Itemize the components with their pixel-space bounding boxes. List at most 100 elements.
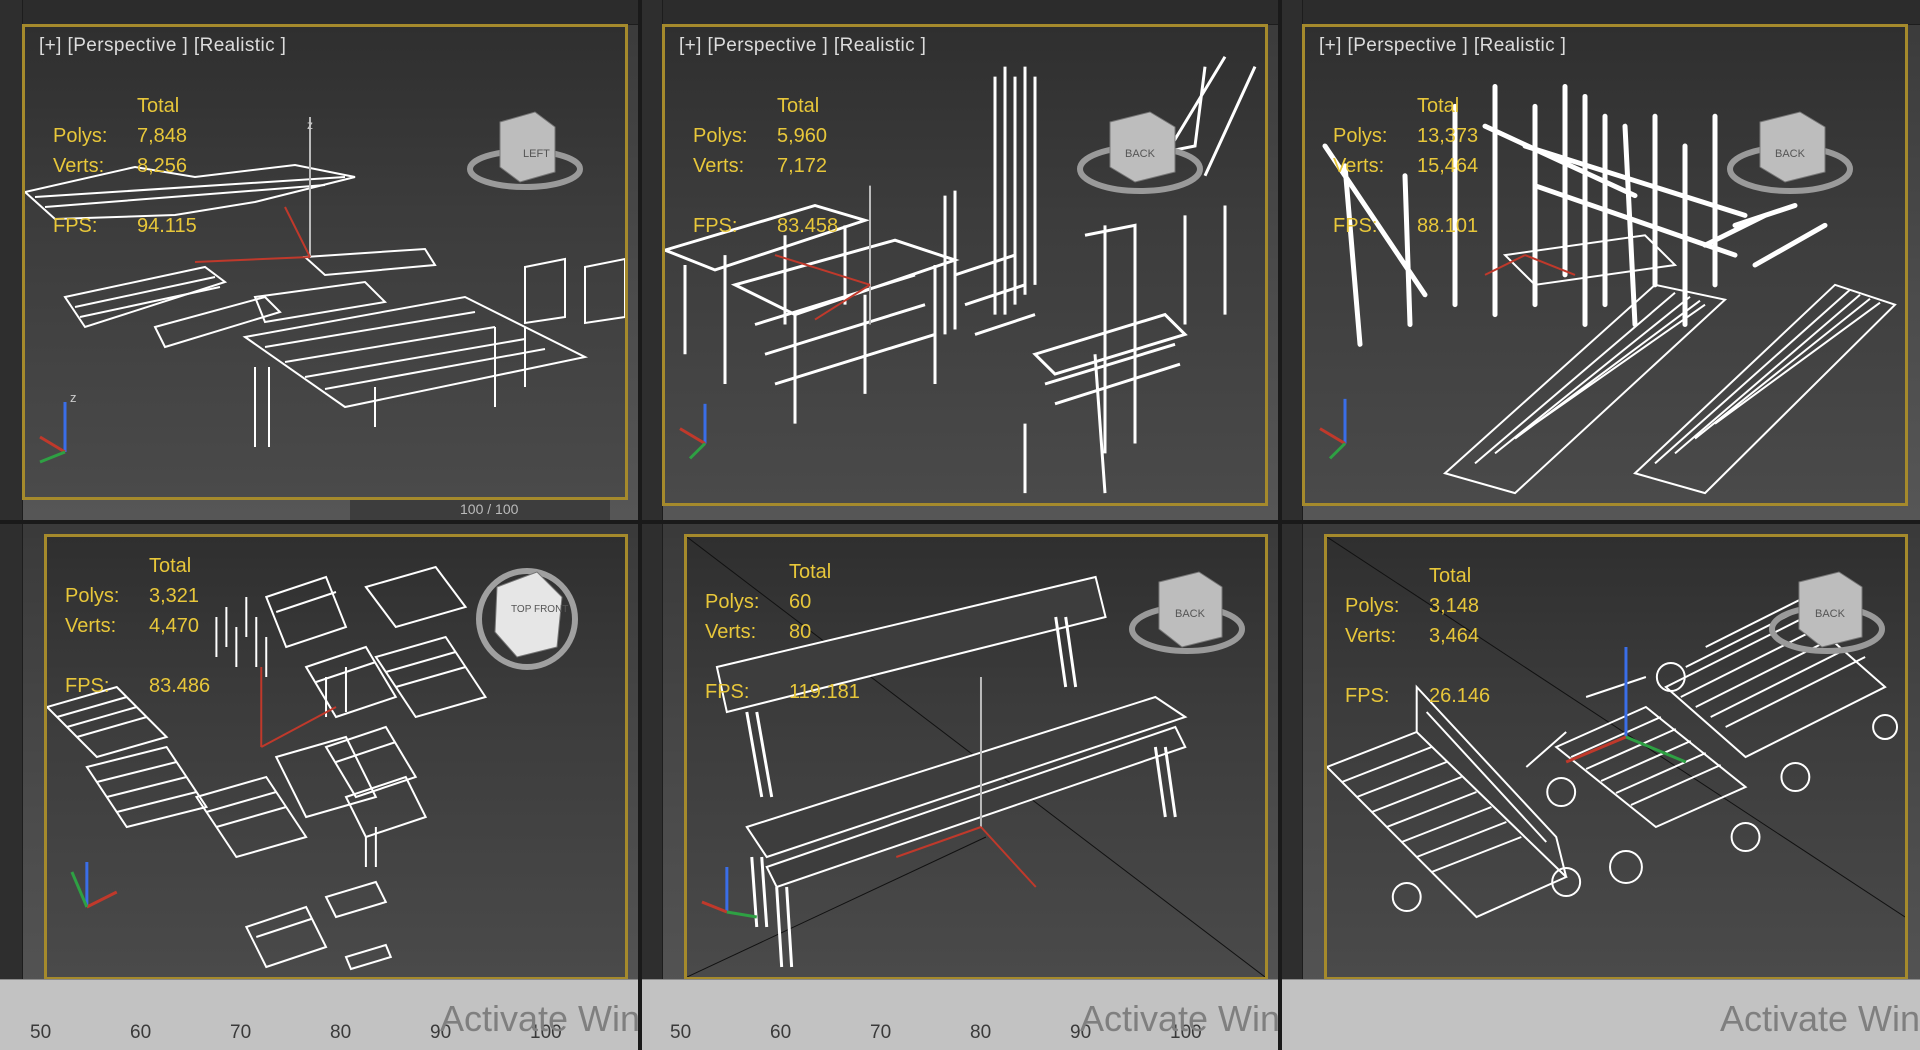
left-ruler	[640, 0, 663, 520]
verts-value: 3,464	[1429, 625, 1480, 647]
viewcube-icon: BACK	[1129, 571, 1245, 654]
viewcube-icon: BACK	[1727, 111, 1853, 194]
tick-label: 80	[330, 1022, 352, 1043]
timeline-ruler[interactable]: 50 60 70 80 90 100 Activate Win	[640, 979, 1280, 1050]
stats-total: Total	[789, 561, 832, 583]
tick-label: 80	[970, 1022, 992, 1043]
viewport-2[interactable]: BACK [+] [Perspective ] [Realistic ] Tot…	[662, 24, 1268, 506]
timeline-ticks: 50 60 70 80 90 100	[30, 1022, 630, 1044]
polys-value: 3,321	[149, 585, 200, 607]
stats-overlay: Total Polys:3,148 Verts:3,464 FPS:26.146	[1345, 561, 1490, 711]
viewport-1[interactable]: z z LEFT [+] [Perspective ] [Realistic ]…	[22, 24, 628, 500]
verts-value: 8,256	[137, 155, 188, 177]
fps-value: 94.115	[137, 215, 197, 237]
divider	[0, 520, 1920, 524]
fps-label: FPS:	[705, 681, 750, 703]
verts-label: Verts:	[65, 615, 117, 637]
verts-value: 15,464	[1417, 155, 1479, 177]
viewcube[interactable]: TOP FRONT	[467, 557, 587, 682]
viewcube-face-label: BACK	[1175, 608, 1206, 620]
stats-overlay: Total Polys:3,321 Verts:4,470 FPS:83.486	[65, 551, 210, 701]
viewcube[interactable]: BACK	[1767, 557, 1887, 672]
carts-wireframe-scene	[1327, 537, 1905, 919]
viewcube[interactable]: LEFT	[465, 97, 585, 212]
tick-label: 100	[1170, 1022, 1202, 1043]
stats-overlay: Total Polys:5,960 Verts:7,172 FPS:83.458	[693, 91, 838, 241]
viewcube-face-label: BACK	[1775, 148, 1806, 160]
left-ruler	[1280, 0, 1303, 520]
fps-value: 26.146	[1429, 685, 1491, 707]
stats-overlay: Total Polys:60 Verts:80 FPS:119.181	[705, 557, 860, 707]
viewcube-icon: BACK	[1077, 111, 1203, 194]
viewport-panel-1[interactable]: z z LEFT [+] [Perspective ] [Realistic ]…	[0, 0, 640, 520]
verts-label: Verts:	[1333, 155, 1385, 177]
tick-label: 100	[530, 1022, 562, 1043]
polys-label: Polys:	[53, 125, 108, 147]
polys-value: 3,148	[1429, 595, 1480, 617]
towers-wireframe-scene	[665, 55, 1257, 494]
verts-label: Verts:	[705, 621, 757, 643]
viewport-label[interactable]: [+] [Perspective ] [Realistic ]	[39, 35, 287, 56]
activation-watermark: Activate Win	[1079, 998, 1280, 1039]
polys-label: Polys:	[65, 585, 120, 607]
viewcube-face-label: BACK	[1815, 608, 1846, 620]
viewport-4[interactable]: TOP FRONT Total Polys:3,321 Verts:4,470 …	[44, 534, 628, 980]
stats-total: Total	[777, 95, 820, 117]
timeline-ruler[interactable]: 50 60 70 80 90 100 Activate Win	[0, 979, 640, 1050]
viewport-6[interactable]: BACK Total Polys:3,148 Verts:3,464 FPS:2…	[1324, 534, 1908, 980]
viewcube-icon: LEFT	[467, 111, 583, 190]
left-ruler	[640, 524, 663, 1050]
verts-value: 7,172	[777, 155, 828, 177]
poles-wireframe-scene	[1319, 84, 1897, 495]
svg-text:z: z	[70, 390, 77, 405]
viewcube[interactable]: BACK	[1127, 557, 1247, 672]
fps-value: 83.486	[149, 675, 211, 697]
frame-counter: 100 / 100	[460, 501, 519, 517]
polys-label: Polys:	[693, 125, 748, 147]
polys-value: 5,960	[777, 125, 828, 147]
viewport-panel-5[interactable]: BACK Total Polys:60 Verts:80 FPS:119.181…	[640, 524, 1280, 1050]
viewcube-icon: BACK	[1769, 571, 1885, 654]
tick-label: 70	[230, 1022, 252, 1043]
verts-value: 4,470	[149, 615, 200, 637]
tick-label: 90	[1070, 1022, 1092, 1043]
tick-label: 90	[430, 1022, 452, 1043]
divider	[1278, 0, 1282, 1050]
viewport-panel-6[interactable]: BACK Total Polys:3,148 Verts:3,464 FPS:2…	[1280, 524, 1920, 1050]
activation-watermark: Activate Win	[439, 998, 640, 1039]
polys-label: Polys:	[1345, 595, 1400, 617]
fps-value: 88.101	[1417, 215, 1479, 237]
verts-label: Verts:	[693, 155, 745, 177]
left-ruler	[1280, 524, 1303, 1050]
viewport-panel-3[interactable]: BACK [+] [Perspective ] [Realistic ] Tot…	[1280, 0, 1920, 520]
timeline-ruler[interactable]: Activate Win	[1280, 979, 1920, 1050]
top-toolbar-strip	[640, 0, 1280, 25]
fps-label: FPS:	[53, 215, 98, 237]
polys-value: 60	[789, 591, 812, 613]
tick-label: 50	[30, 1022, 52, 1043]
timeline-ticks: 50 60 70 80 90 100	[670, 1022, 1270, 1044]
viewport-panel-4[interactable]: TOP FRONT Total Polys:3,321 Verts:4,470 …	[0, 524, 640, 1050]
verts-label: Verts:	[53, 155, 105, 177]
stats-overlay: Total Polys:7,848 Verts:8,256 FPS:94.115	[53, 91, 197, 241]
viewcube-face-label: BACK	[1125, 148, 1156, 160]
stats-overlay: Total Polys:13,373 Verts:15,464 FPS:88.1…	[1333, 91, 1478, 241]
polys-label: Polys:	[1333, 125, 1388, 147]
time-slider[interactable]: 100 / 100	[350, 500, 610, 520]
viewcube[interactable]: BACK	[1725, 97, 1855, 212]
polys-value: 13,373	[1417, 125, 1479, 147]
tick-label: 50	[670, 1022, 692, 1043]
dock-wireframe-scene: z z	[25, 117, 625, 464]
viewport-5[interactable]: BACK Total Polys:60 Verts:80 FPS:119.181	[684, 534, 1268, 980]
left-ruler	[0, 524, 23, 1050]
viewport-label[interactable]: [+] [Perspective ] [Realistic ]	[679, 35, 927, 56]
viewport-3[interactable]: BACK [+] [Perspective ] [Realistic ] Tot…	[1302, 24, 1908, 506]
viewport-panel-2[interactable]: BACK [+] [Perspective ] [Realistic ] Tot…	[640, 0, 1280, 520]
viewport-label[interactable]: [+] [Perspective ] [Realistic ]	[1319, 35, 1567, 56]
viewcube[interactable]: BACK	[1075, 97, 1205, 212]
top-toolbar-strip	[0, 0, 640, 25]
fps-label: FPS:	[1345, 685, 1390, 707]
stats-total: Total	[149, 555, 192, 577]
stats-total: Total	[1429, 565, 1472, 587]
fps-value: 119.181	[789, 681, 860, 703]
